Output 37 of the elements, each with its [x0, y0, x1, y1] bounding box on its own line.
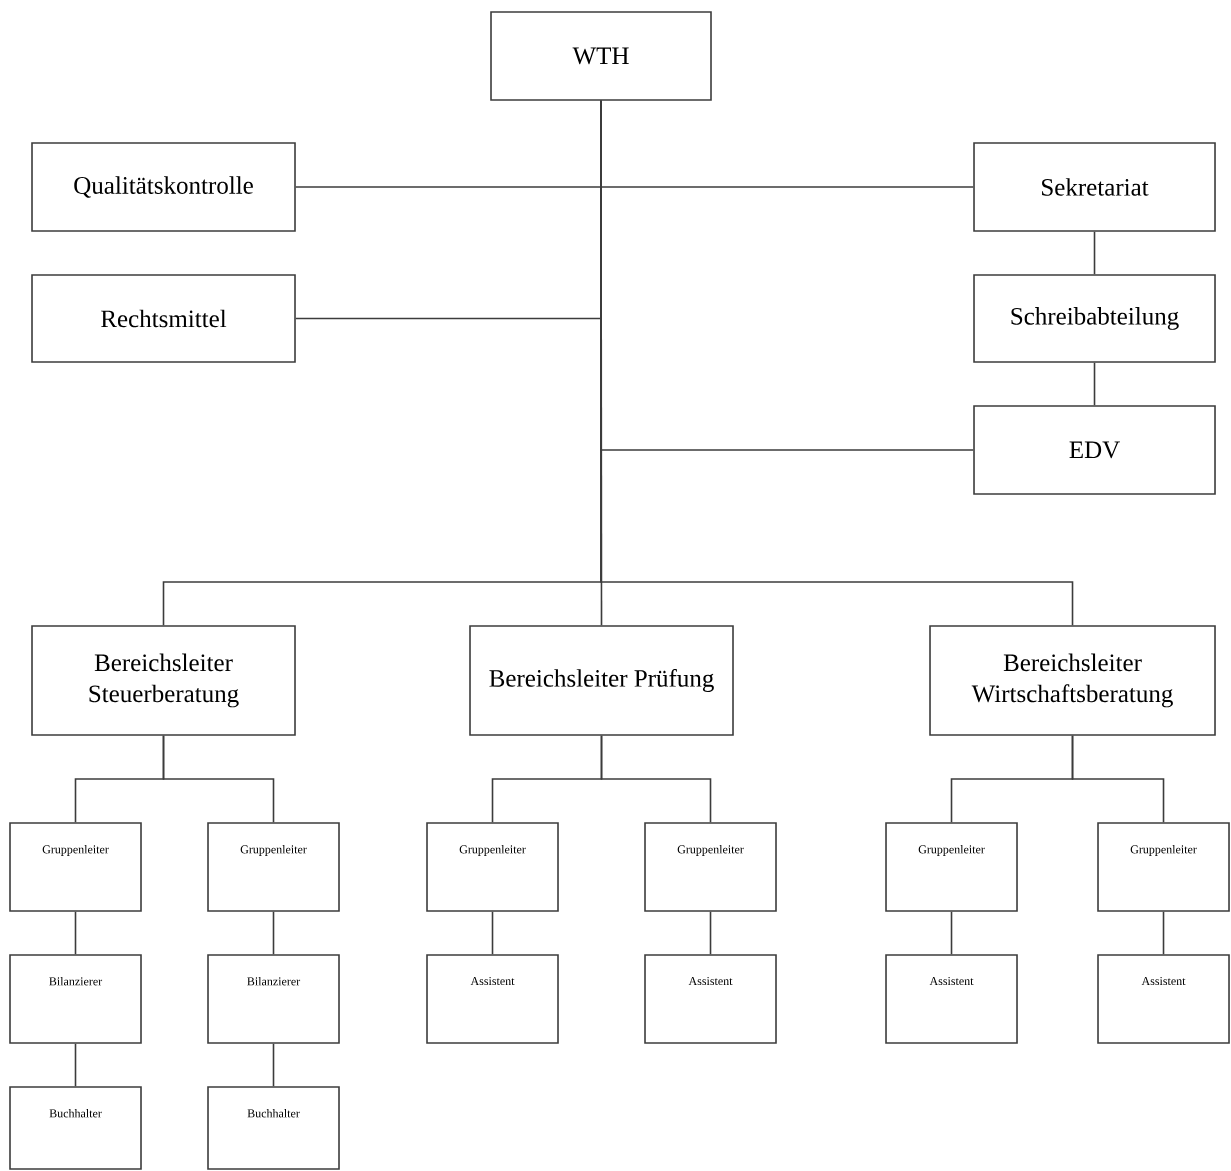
connector-line — [600, 735, 712, 823]
org-box: EDV — [973, 405, 1216, 495]
org-box: WTH — [490, 11, 712, 101]
connector-line — [1093, 362, 1096, 406]
org-box: Rechtsmittel — [31, 274, 296, 363]
org-box: Gruppenleiter — [207, 822, 340, 912]
connector-line — [1162, 911, 1165, 955]
org-box: Qualitätskontrolle — [31, 142, 296, 232]
connector-line — [1093, 231, 1096, 275]
org-box: Gruppenleiter — [426, 822, 559, 912]
org-box: Gruppenleiter — [9, 822, 142, 912]
org-box: Gruppenleiter — [644, 822, 777, 912]
org-box: Sekretariat — [973, 142, 1216, 232]
org-box: Gruppenleiter — [885, 822, 1018, 912]
org-box: Buchhalter — [207, 1086, 340, 1170]
connector-line — [491, 911, 494, 955]
connector-line — [272, 1043, 275, 1087]
connector-line — [709, 911, 712, 955]
connector-line — [950, 911, 953, 955]
org-box: Bereichsleiter Prüfung — [469, 625, 734, 736]
org-box: Bilanzierer — [9, 954, 142, 1044]
org-box: Assistent — [885, 954, 1018, 1044]
org-box: Bereichsleiter Wirtschaftsberatung — [929, 625, 1216, 736]
connector-line — [272, 911, 275, 955]
org-box: Buchhalter — [9, 1086, 142, 1170]
connector-line — [1071, 735, 1165, 823]
org-box: Bilanzierer — [207, 954, 340, 1044]
connector-line — [600, 100, 1074, 626]
org-box: Schreibabteilung — [973, 274, 1216, 363]
org-box: Bereichsleiter Steuerberatung — [31, 625, 296, 736]
connector-line — [74, 911, 77, 955]
connector-line — [162, 735, 275, 823]
org-box: Assistent — [644, 954, 777, 1044]
org-box: Assistent — [426, 954, 559, 1044]
org-box: Gruppenleiter — [1097, 822, 1230, 912]
org-box: Assistent — [1097, 954, 1230, 1044]
connector-line — [74, 1043, 77, 1087]
